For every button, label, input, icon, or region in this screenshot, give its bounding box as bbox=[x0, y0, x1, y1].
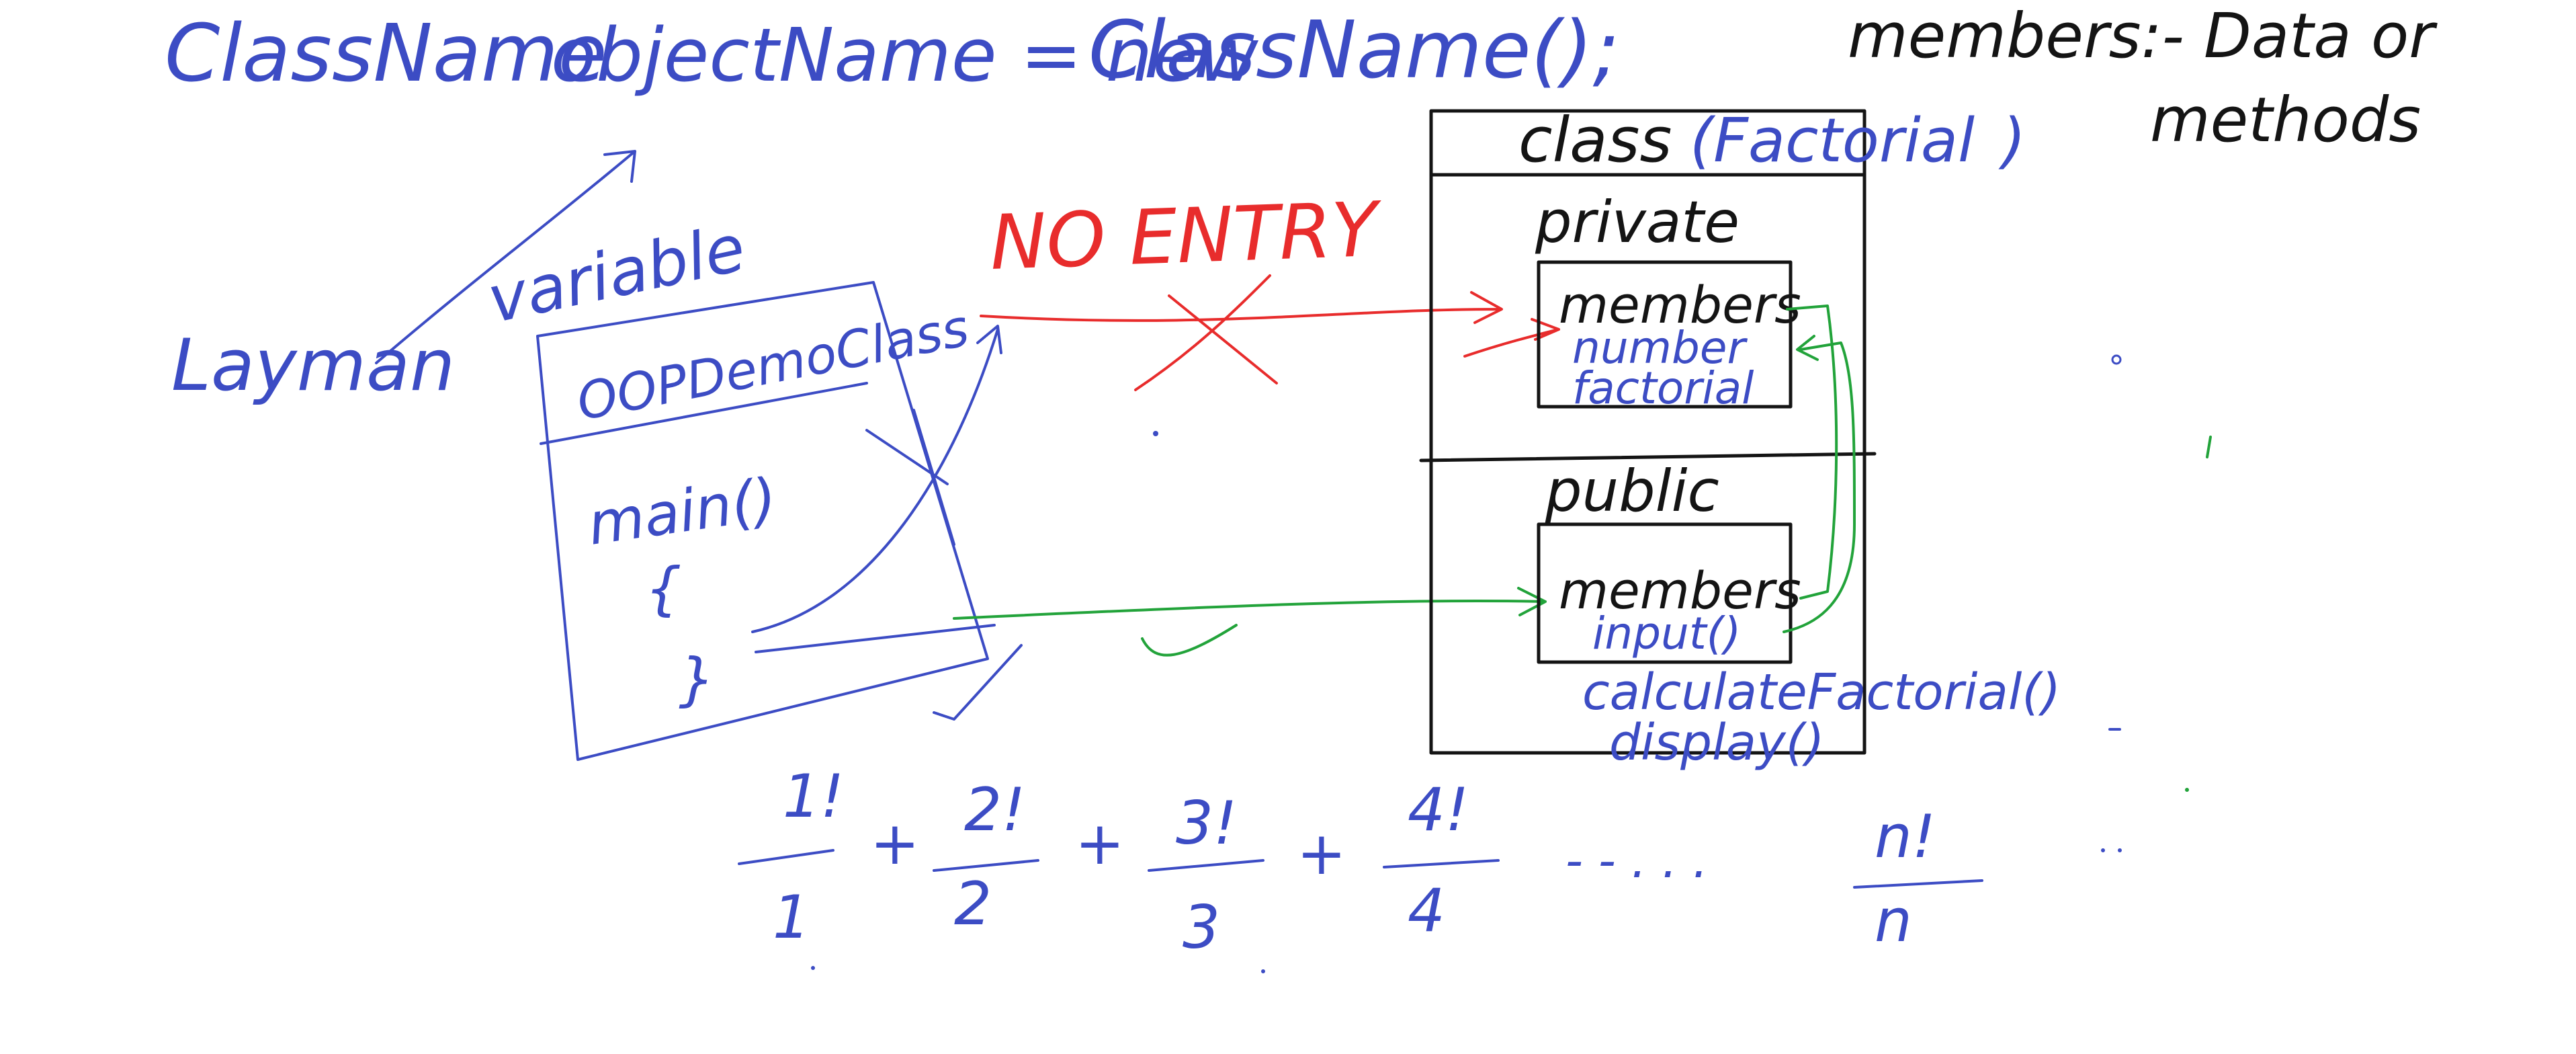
blocked-access-arrow bbox=[751, 325, 1002, 633]
series-term-3-bar bbox=[1148, 859, 1264, 872]
private-member-factorial: factorial bbox=[1572, 362, 1754, 414]
series-term-3-den: 3 bbox=[1183, 893, 1220, 962]
series-term-1-bar bbox=[738, 849, 834, 865]
series-last-num: n! bbox=[1875, 802, 1936, 871]
factorial-series: 1! 1 + 2! 2 + 3! 3 + 4! 4 - - . . . n! n bbox=[738, 762, 1983, 962]
series-plus-3: + bbox=[1297, 819, 1346, 888]
private-members-title: members bbox=[1559, 275, 1801, 335]
public-access-label: public bbox=[1545, 458, 1719, 525]
syntax-classname-right: ClassName(); bbox=[1088, 3, 1619, 96]
stray-mark bbox=[2206, 436, 2212, 458]
private-members-box bbox=[1537, 260, 1793, 409]
red-entry-cross bbox=[1134, 274, 1278, 391]
stray-dot bbox=[1153, 431, 1158, 436]
series-term-2-den: 2 bbox=[954, 869, 992, 938]
green-access-arrow bbox=[953, 587, 1547, 620]
private-member-number: number bbox=[1572, 322, 1748, 374]
stray-dot bbox=[2118, 848, 2122, 852]
members-note-line1: members:- Data or bbox=[1848, 0, 2438, 72]
private-access-label: private bbox=[1535, 189, 1740, 256]
layman-to-object-arrow bbox=[375, 150, 636, 364]
stray-dot bbox=[2185, 788, 2189, 792]
series-last-bar bbox=[1853, 879, 1983, 889]
demo-class-close-brace: } bbox=[679, 646, 716, 713]
demo-class-method: main() bbox=[584, 466, 781, 559]
series-plus-2: + bbox=[1075, 809, 1125, 878]
series-term-2-num: 2! bbox=[964, 775, 1025, 844]
green-internal-arrow-2 bbox=[1783, 335, 1856, 633]
members-note-line2: methods bbox=[2150, 84, 2421, 156]
stray-dot bbox=[1261, 969, 1265, 973]
demo-class-open-brace: { bbox=[645, 555, 682, 622]
green-tick bbox=[1141, 624, 1238, 657]
no-entry-label: NO ENTRY bbox=[988, 186, 1384, 287]
blocked-arrow-cross bbox=[865, 409, 955, 546]
stray-dot bbox=[811, 966, 815, 970]
series-term-2-bar bbox=[933, 859, 1039, 872]
series-term-4-den: 4 bbox=[1408, 876, 1445, 945]
green-internal-arrow-1 bbox=[1786, 305, 1838, 600]
syntax-classname-left: ClassName bbox=[165, 7, 607, 99]
series-plus-1: + bbox=[870, 809, 920, 878]
public-member-calculate: calculateFactorial() bbox=[1582, 663, 2061, 721]
class-box-outline bbox=[1429, 109, 1866, 755]
series-term-4-bar bbox=[1383, 859, 1500, 868]
stray-dot bbox=[2101, 848, 2105, 852]
stray-dot bbox=[2111, 354, 2122, 365]
variable-label: variable bbox=[481, 210, 751, 337]
public-member-input: input() bbox=[1592, 608, 1741, 659]
demo-class-divider bbox=[540, 382, 868, 445]
red-access-arrow bbox=[980, 291, 1503, 324]
series-ellipsis: - - . . . bbox=[1565, 832, 1708, 889]
layman-label: Layman bbox=[171, 324, 455, 407]
public-members-box bbox=[1537, 522, 1793, 664]
return-stroke bbox=[755, 624, 1023, 721]
public-members-title: members bbox=[1559, 561, 1801, 620]
class-name-close-paren: ) bbox=[1998, 106, 2026, 176]
series-term-3-num: 3! bbox=[1176, 788, 1237, 858]
public-member-display: display() bbox=[1609, 714, 1825, 772]
red-pointer-arrow bbox=[1463, 318, 1560, 358]
series-term-1-num: 1! bbox=[783, 762, 844, 831]
class-keyword: class bbox=[1518, 104, 1672, 176]
series-term-1-den: 1 bbox=[773, 883, 810, 952]
class-name-factorial: (Factorial bbox=[1690, 106, 1975, 176]
syntax-object-new: objectName = new bbox=[551, 12, 1259, 98]
demo-class-box bbox=[536, 281, 989, 761]
class-box-section-divider bbox=[1419, 452, 1877, 462]
series-last-den: n bbox=[1875, 886, 1912, 955]
series-term-4-num: 4! bbox=[1408, 775, 1469, 844]
